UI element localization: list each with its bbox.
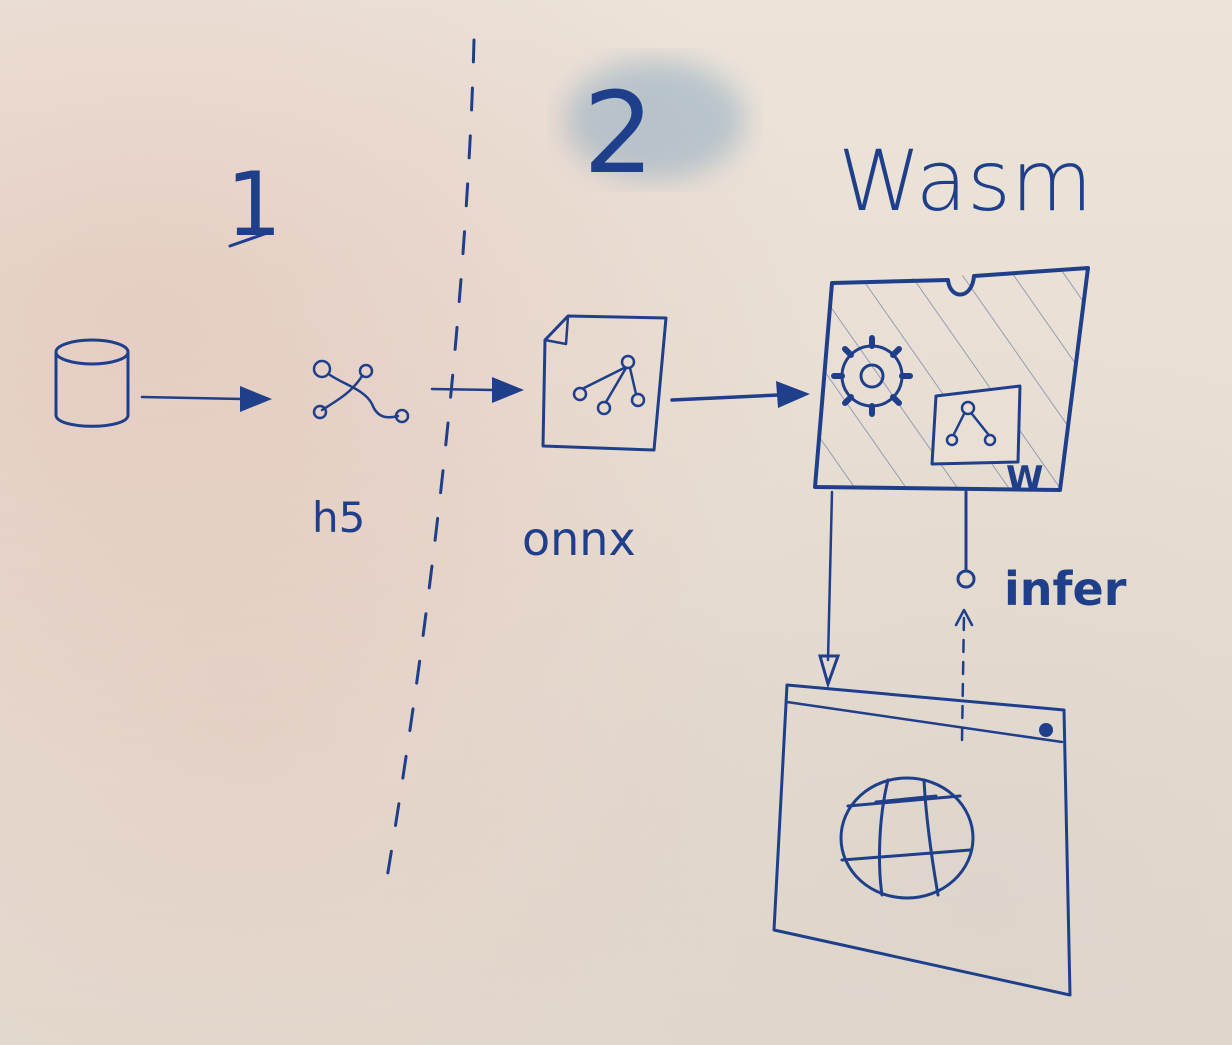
onnx-label: onnx [522,512,636,566]
wasm-title: Wasm [838,132,1093,230]
gear-icon [831,335,913,417]
wasm-badge: W [1006,459,1044,499]
stage-2-number: 2 [583,69,654,199]
eraser-smudge [565,60,745,180]
infer-label: infer [1004,562,1127,616]
browser-window [772,683,1072,997]
arrow-database-to-h5 [140,386,272,412]
infer-connector [954,490,976,742]
stage-1-underline [228,230,272,248]
dashed-divider [383,38,476,892]
browser-dot-icon [1039,723,1053,737]
stage-1-number: 1 [226,153,282,256]
wasm-model-icon [930,384,1022,466]
arrow-wasm-to-browser [818,490,841,689]
arrow-onnx-to-wasm [670,381,810,408]
arrow-h5-to-onnx [430,377,524,403]
globe-icon [839,776,975,900]
wasm-module-box: W [813,266,1090,499]
database-icon [54,338,130,428]
h5-label: h5 [312,493,365,542]
onnx-document-icon [541,314,668,452]
h5-graph-icon [312,359,410,424]
